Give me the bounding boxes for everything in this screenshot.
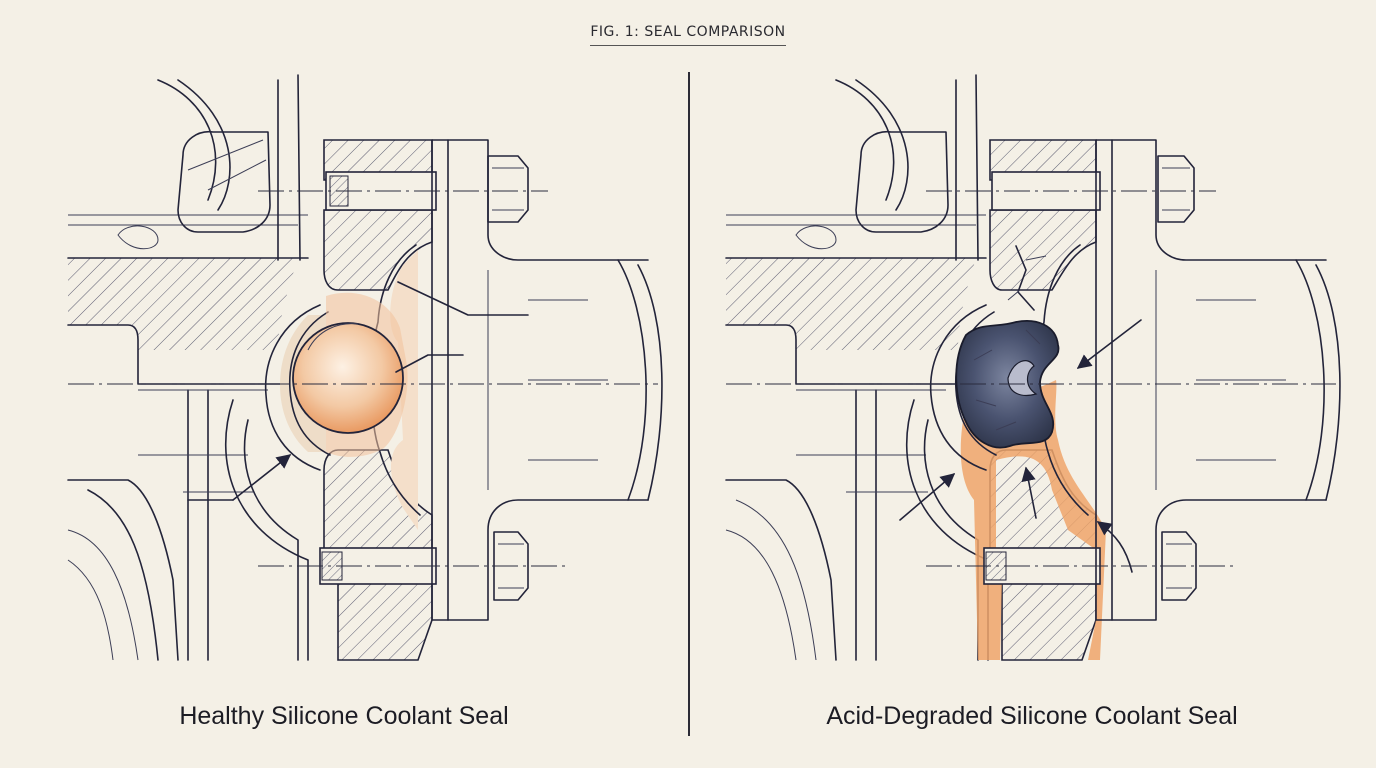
seal-seat	[929, 304, 987, 471]
inner-bore	[187, 389, 209, 661]
pipe-break	[1295, 259, 1325, 501]
inner-bore	[855, 389, 877, 661]
seal-seat	[264, 304, 321, 471]
healthy-seal-drawing	[67, 74, 663, 661]
casting-rib	[835, 79, 909, 211]
healthy-seal-oring	[292, 322, 404, 434]
bolt-nut-bottom	[1161, 531, 1197, 601]
right-flange	[1095, 139, 1327, 621]
casting-wall	[955, 74, 979, 261]
crack	[1015, 245, 1035, 311]
casting-line	[68, 214, 308, 226]
figure-title: FIG. 1: SEAL COMPARISON	[0, 24, 1376, 46]
arrow-lower-left	[899, 473, 956, 521]
arrow-bottom	[232, 454, 292, 501]
arrow-lower-mid	[1021, 466, 1037, 519]
pipe-wall-hatch	[726, 258, 976, 350]
leader-line-top	[397, 281, 529, 316]
bolt-nut-bottom	[493, 531, 529, 601]
bolt-nut-top	[487, 155, 529, 223]
pipe-break	[617, 259, 647, 501]
figure-title-text: FIG. 1: SEAL COMPARISON	[590, 24, 786, 46]
casting-pocket	[177, 130, 271, 233]
casting-pocket	[855, 130, 949, 233]
healthy-seal-panel	[8, 60, 680, 670]
acid-leak	[960, 380, 1106, 660]
leader-line-mid	[395, 354, 464, 373]
arrow-upper	[1076, 319, 1142, 369]
panel-divider	[688, 72, 690, 736]
degraded-seal-drawing	[725, 74, 1341, 661]
degraded-seal-panel	[696, 60, 1368, 670]
healthy-seal-caption: Healthy Silicone Coolant Seal	[179, 702, 509, 730]
pipe-wall-hatch	[68, 258, 298, 350]
degraded-seal-caption: Acid-Degraded Silicone Coolant Seal	[826, 702, 1238, 730]
right-flange	[431, 139, 649, 621]
casting-wall	[277, 74, 301, 261]
casting-rib	[157, 79, 231, 211]
bolt-nut-top	[1157, 155, 1195, 223]
